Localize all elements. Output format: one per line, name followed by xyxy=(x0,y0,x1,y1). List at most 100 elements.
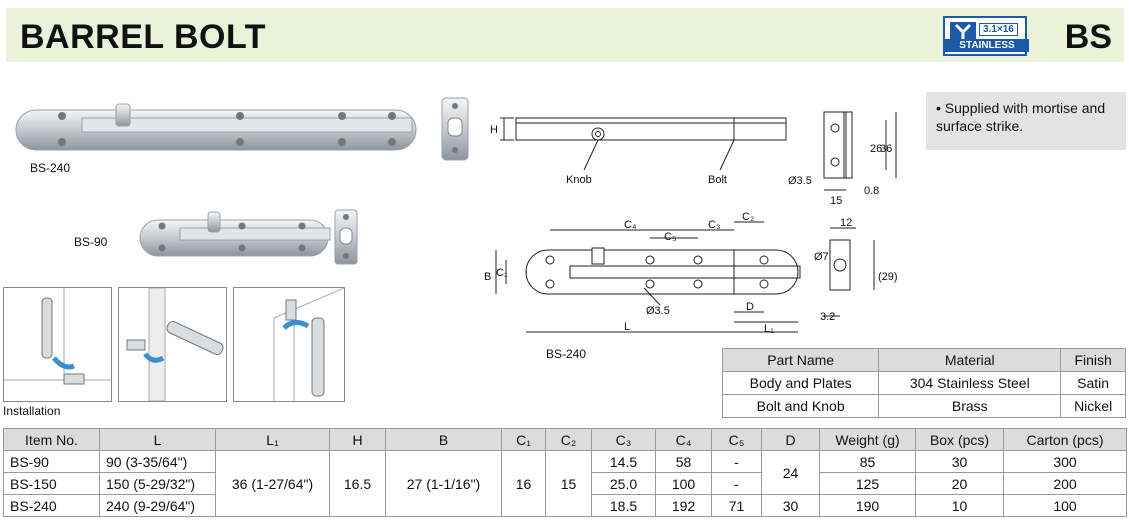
spec-c4: 58 xyxy=(655,450,712,473)
dim-l1: L₁ xyxy=(764,323,774,335)
technical-drawing: H Knob Bolt C₄ C₅ C₃ C₂ B C₁ Ø3.5 D L₁ L… xyxy=(484,111,898,335)
spec-l: 240 (9-29/64") xyxy=(99,494,216,517)
spec-header: C₃ xyxy=(591,428,656,451)
dim-32: 3.2 xyxy=(820,311,835,323)
dim-c3: C₃ xyxy=(708,219,720,231)
dim-c5: C₅ xyxy=(664,231,676,243)
spec-header: Box (pcs) xyxy=(915,428,1004,451)
spec-weight: 190 xyxy=(819,494,916,517)
table-row: Bolt and Knob Brass Nickel xyxy=(721,394,1126,418)
table-row: Body and Plates 304 Stainless Steel Sati… xyxy=(721,371,1126,395)
spec-weight: 125 xyxy=(819,472,916,495)
materials-cell: Body and Plates xyxy=(721,371,880,395)
spec-carton: 100 xyxy=(1003,494,1127,517)
spec-c5: - xyxy=(711,450,762,473)
spec-d: 24 xyxy=(761,450,820,495)
screw-icon xyxy=(950,22,976,42)
materials-header: Material xyxy=(878,348,1062,372)
materials-header: Finish xyxy=(1060,348,1126,372)
spec-c4: 192 xyxy=(655,494,712,517)
spec-l1: 36 (1-27/64") xyxy=(215,450,330,517)
spec-carton: 300 xyxy=(1003,450,1127,473)
materials-cell: 304 Stainless Steel xyxy=(878,371,1062,395)
label-bolt: Bolt xyxy=(708,174,727,186)
installation-3-illustration xyxy=(273,287,345,401)
materials-cell: Bolt and Knob xyxy=(721,394,880,418)
spec-header: L xyxy=(99,428,216,451)
spec-header: C₄ xyxy=(655,428,712,451)
spec-header: Item No. xyxy=(3,428,100,451)
materials-header: Part Name xyxy=(721,348,880,372)
dim-c2: C₂ xyxy=(742,211,754,223)
spec-c3: 14.5 xyxy=(591,450,656,473)
spec-weight: 85 xyxy=(819,450,916,473)
spec-item: BS-150 xyxy=(3,472,100,495)
spec-carton: 200 xyxy=(1003,472,1127,495)
dim-hole-end: Ø3.5 xyxy=(788,175,812,187)
product-code: BS xyxy=(1064,18,1112,56)
spec-header-row: Item No. L L₁ H B C₁ C₂ C₃ C₄ C₅ D Weigh… xyxy=(3,428,1127,451)
caption-bs-240: BS-240 xyxy=(30,161,71,175)
badge-screw-size: 3.1×16 xyxy=(979,23,1018,36)
product-photos xyxy=(15,97,469,265)
spec-header: C₂ xyxy=(545,428,592,451)
installation-step-3 xyxy=(233,287,345,402)
spec-item: BS-240 xyxy=(3,494,100,517)
spec-header: H xyxy=(329,428,386,451)
badge-material: STAINLESS xyxy=(945,39,1029,52)
spec-header: B xyxy=(385,428,502,451)
dim-h: H xyxy=(490,124,498,136)
dim-12: 12 xyxy=(840,217,852,229)
table-row: BS-90 90 (3-35/64") 36 (1-27/64") 16.5 2… xyxy=(3,450,1127,517)
dim-29: (29) xyxy=(878,271,898,283)
dim-36: 36 xyxy=(880,143,892,155)
caption-bs-90: BS-90 xyxy=(74,235,108,249)
header-bar: BARREL BOLT 3.1×16 STAINLESS BS xyxy=(6,8,1124,62)
spec-c1: 16 xyxy=(501,450,546,517)
materials-table: Part Name Material Finish Body and Plate… xyxy=(721,348,1126,418)
spec-box: 30 xyxy=(915,450,1004,473)
materials-cell: Brass xyxy=(878,394,1062,418)
dim-d: D xyxy=(746,301,754,313)
bs-240-photo xyxy=(15,97,469,161)
dim-dia7: Ø7 xyxy=(814,251,829,263)
materials-cell: Nickel xyxy=(1060,394,1126,418)
dim-c1: C₁ xyxy=(496,267,508,279)
spec-c3: 25.0 xyxy=(591,472,656,495)
installation-2-illustration xyxy=(126,287,224,402)
feature-note: • Supplied with mortise and surface stri… xyxy=(926,92,1126,150)
spec-header: D xyxy=(761,428,820,451)
spec-item: BS-90 xyxy=(3,450,100,473)
materials-cell: Satin xyxy=(1060,371,1126,395)
spec-d: 30 xyxy=(761,494,820,517)
installation-1-illustration xyxy=(4,288,111,385)
caption-drawing: BS-240 xyxy=(546,347,587,361)
spec-c5: - xyxy=(711,472,762,495)
spec-box: 20 xyxy=(915,472,1004,495)
materials-header-row: Part Name Material Finish xyxy=(721,348,1126,372)
spec-l: 150 (5-29/32") xyxy=(99,472,216,495)
stainless-badge: 3.1×16 STAINLESS xyxy=(943,16,1029,56)
spec-l: 90 (3-35/64") xyxy=(99,450,216,473)
spec-header: C₁ xyxy=(501,428,546,451)
spec-header: Carton (pcs) xyxy=(1003,428,1127,451)
spec-b: 27 (1-1/16") xyxy=(385,450,502,517)
spec-c4: 100 xyxy=(655,472,712,495)
installation-step-2 xyxy=(118,287,227,402)
installation-step-1 xyxy=(3,287,112,402)
spec-h: 16.5 xyxy=(329,450,386,517)
table-row: BS-240 240 (9-29/64") 18.5 192 71 30 190… xyxy=(3,494,1127,517)
spec-header: Weight (g) xyxy=(819,428,916,451)
badge-frame: 3.1×16 STAINLESS xyxy=(943,16,1029,56)
spec-header: L₁ xyxy=(215,428,330,451)
dim-15: 15 xyxy=(830,195,842,207)
spec-header: C₅ xyxy=(711,428,762,451)
dim-b: B xyxy=(484,271,491,283)
spec-table: Item No. L L₁ H B C₁ C₂ C₃ C₄ C₅ D Weigh… xyxy=(3,428,1127,517)
page-title: BARREL BOLT xyxy=(20,18,267,56)
spec-box: 10 xyxy=(915,494,1004,517)
bs-90-photo xyxy=(139,209,358,265)
spec-c5: 71 xyxy=(711,494,762,517)
dim-26: 26 xyxy=(870,143,882,155)
dim-08: 0.8 xyxy=(864,185,879,197)
